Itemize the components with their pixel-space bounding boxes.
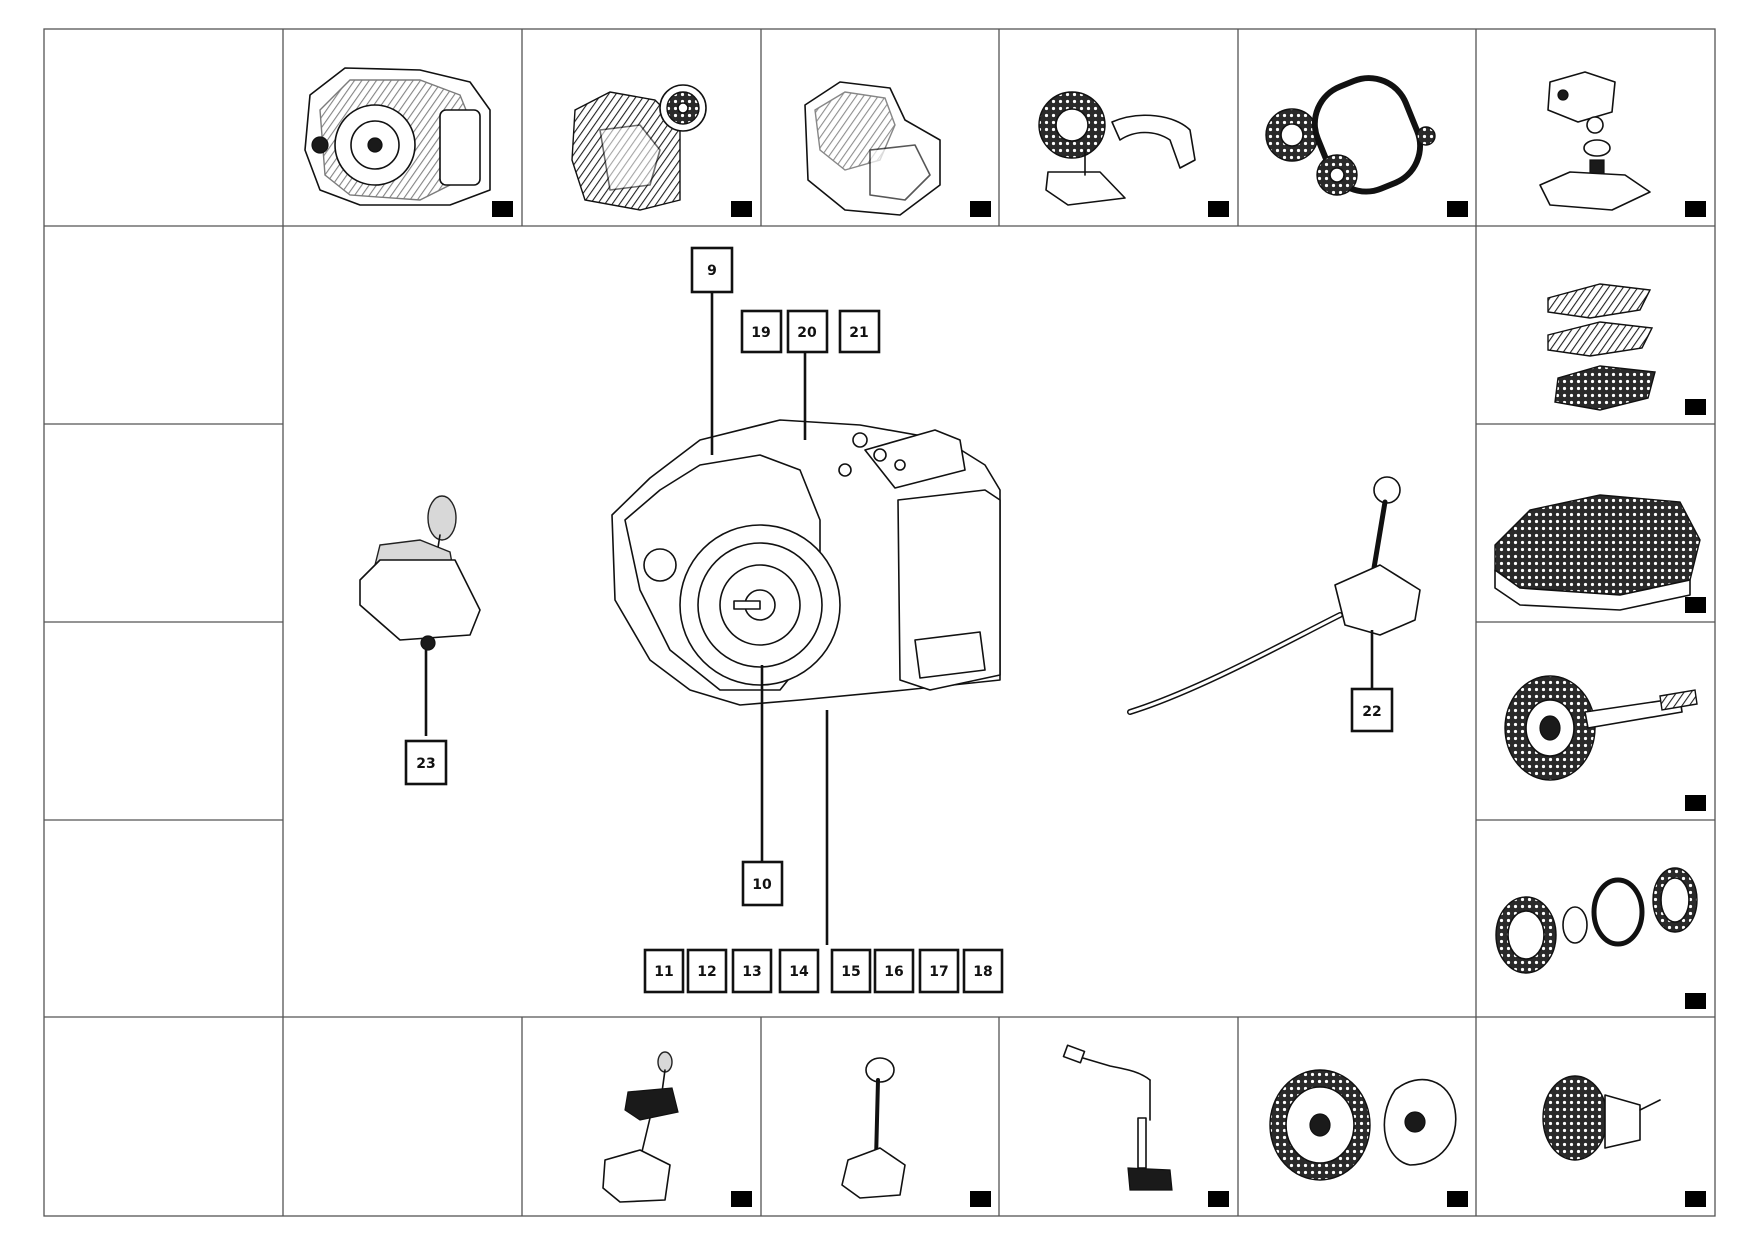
thumbnail-marker [1685, 597, 1706, 613]
callout-23[interactable]: 23 [404, 739, 448, 786]
svg-text:18: 18 [973, 964, 992, 980]
thumbnail-marker [731, 201, 752, 217]
sheet-grid [43, 28, 1716, 1217]
drive-chain-and-sprockets-icon[interactable] [1265, 66, 1468, 217]
svg-text:11: 11 [654, 964, 673, 980]
svg-text:12: 12 [697, 964, 716, 980]
callout-9[interactable]: 9 [690, 246, 734, 294]
gear-selector-assembly-icon[interactable] [602, 1051, 752, 1207]
transmission-assembly-icon[interactable] [304, 67, 513, 217]
callout-12[interactable]: 12 [686, 948, 728, 994]
thumbnail-marker [1447, 201, 1468, 217]
thumbnail-marker [1685, 993, 1706, 1009]
manual-shift-lever-icon[interactable] [841, 1057, 991, 1207]
transmission-with-torque-converter-icon[interactable] [571, 84, 752, 217]
svg-text:10: 10 [752, 877, 772, 893]
callout-17[interactable]: 17 [918, 948, 960, 994]
thumbnail-marker [1685, 1191, 1706, 1207]
clutch-drum-with-shaft-icon[interactable] [1504, 675, 1706, 811]
callout-13[interactable]: 13 [731, 948, 773, 994]
oil-pump-and-filter-icon[interactable] [1038, 91, 1229, 217]
svg-text:21: 21 [849, 325, 868, 341]
transmission-case-icon[interactable] [804, 81, 991, 217]
svg-text:17: 17 [929, 964, 948, 980]
thumbnail-marker [970, 201, 991, 217]
callout-15[interactable]: 15 [830, 948, 872, 994]
control-valve-body-icon[interactable] [1494, 494, 1706, 613]
thumbnail-marker [1208, 1191, 1229, 1207]
svg-text:20: 20 [797, 325, 817, 341]
clutch-piston-seals-icon[interactable] [1495, 867, 1706, 1009]
callout-11[interactable]: 11 [643, 948, 685, 994]
valve-body-plates-icon[interactable] [1547, 283, 1706, 415]
thumbnail-marker [1685, 201, 1706, 217]
thumbnail-marker [970, 1191, 991, 1207]
svg-text:15: 15 [841, 964, 860, 980]
callout-10[interactable]: 10 [741, 860, 784, 907]
svg-text:22: 22 [1362, 704, 1381, 720]
floor-gear-shifter[interactable] [359, 495, 481, 651]
callout-leaders [424, 292, 1374, 945]
thumbnail-marker [1685, 399, 1706, 415]
callout-18[interactable]: 18 [962, 948, 1004, 994]
differential-ring-gear-icon[interactable] [1269, 1069, 1468, 1207]
svg-text:9: 9 [707, 263, 717, 279]
callout-22[interactable]: 22 [1350, 687, 1394, 733]
selector-cable-and-switch-icon[interactable] [1062, 1044, 1229, 1207]
thumbnail-marker [492, 201, 513, 217]
callout-20[interactable]: 20 [786, 309, 829, 354]
svg-text:19: 19 [751, 325, 770, 341]
svg-text:14: 14 [789, 964, 809, 980]
svg-text:23: 23 [416, 756, 435, 772]
automatic-transmission-main[interactable] [611, 419, 1001, 706]
svg-text:16: 16 [884, 964, 903, 980]
callout-14[interactable]: 14 [778, 948, 820, 994]
thumbnail-marker [731, 1191, 752, 1207]
manual-shifter-with-cable[interactable] [1127, 476, 1421, 715]
callout-19[interactable]: 19 [740, 309, 783, 354]
thumbnail-marker [1208, 201, 1229, 217]
thumbnail-marker [1685, 795, 1706, 811]
clutch-hub-icon[interactable] [1542, 1075, 1706, 1207]
callout-16[interactable]: 16 [873, 948, 915, 994]
callout-row-11-18: 11 12 13 14 15 16 17 18 [643, 948, 1004, 994]
valve-body-cover-exploded-icon[interactable] [1539, 71, 1706, 217]
thumbnail-marker [1447, 1191, 1468, 1207]
svg-text:13: 13 [742, 964, 761, 980]
callout-21[interactable]: 21 [838, 309, 881, 354]
